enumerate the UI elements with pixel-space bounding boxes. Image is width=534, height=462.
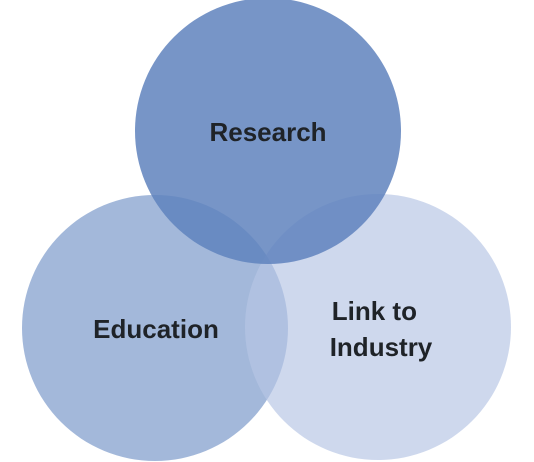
education-circle [22, 195, 288, 461]
industry-circle [245, 194, 511, 460]
research-circle [135, 0, 401, 264]
education-label: Education [93, 314, 219, 344]
industry-label-line-2: Industry [330, 332, 433, 362]
research-label: Research [209, 117, 326, 147]
industry-label: Link to Industry [330, 296, 433, 362]
industry-label-line-1: Link to [332, 296, 417, 326]
